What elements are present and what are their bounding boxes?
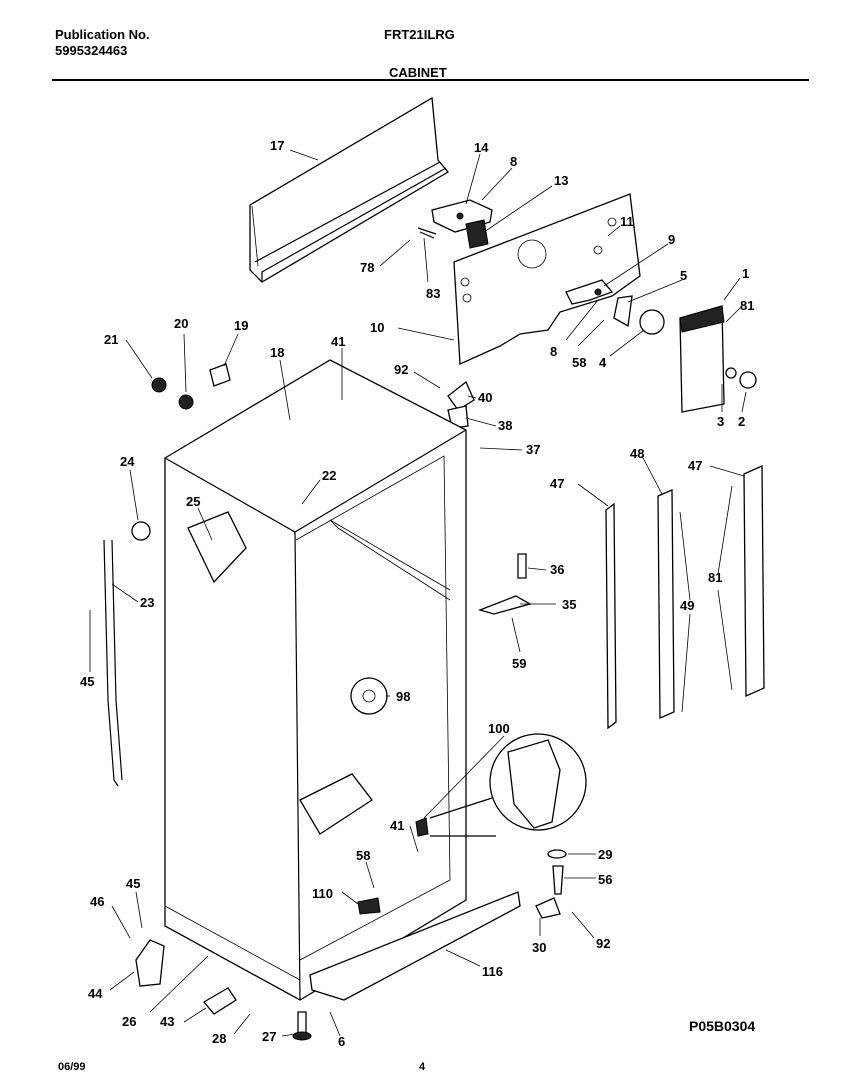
part-4-fan-motor — [639, 309, 665, 335]
callout-20: 20 — [174, 316, 188, 331]
diagram-code: P05B0304 — [689, 1018, 756, 1034]
part-43-bracket — [203, 987, 237, 1015]
callout-18: 18 — [270, 345, 284, 360]
callout-58b: 58 — [356, 848, 370, 863]
callout-46: 46 — [90, 894, 104, 909]
callout-2: 2 — [738, 414, 745, 429]
part-10-cover-plate — [453, 193, 641, 365]
callout-38: 38 — [498, 418, 512, 433]
part-48-strip — [657, 489, 675, 719]
part-36-pin — [517, 553, 527, 579]
callout-36: 36 — [550, 562, 564, 577]
callout-24: 24 — [120, 454, 135, 469]
callout-81b: 81 — [708, 570, 722, 585]
model-number: FRT21ILRG — [384, 27, 455, 42]
callout-47b: 47 — [688, 458, 702, 473]
callout-56: 56 — [598, 872, 612, 887]
callout-110: 110 — [312, 886, 333, 901]
callout-49: 49 — [680, 598, 694, 613]
part-25-insert — [187, 511, 247, 584]
callout-41b: 41 — [390, 818, 404, 833]
callout-100: 100 — [488, 721, 510, 736]
callout-41a: 41 — [331, 334, 345, 349]
callout-98: 98 — [396, 689, 410, 704]
part-23-drain-tube — [103, 521, 151, 787]
callout-28: 28 — [212, 1031, 226, 1046]
part-27-leveling-leg — [292, 1011, 312, 1041]
callout-8b: 8 — [550, 344, 557, 359]
callout-1: 1 — [742, 266, 749, 281]
footer-date: 06/99 — [58, 1061, 86, 1073]
part-100-detail-inset — [415, 733, 587, 837]
callout-29: 29 — [598, 847, 612, 862]
callout-labels: 17 14 8 13 11 9 1 5 81 78 83 10 8 58 4 3… — [80, 138, 754, 1049]
callout-22: 22 — [322, 468, 336, 483]
callout-44: 44 — [88, 986, 103, 1001]
part-40-hinge-cover — [447, 380, 475, 429]
callout-45b: 45 — [126, 876, 140, 891]
part-110-clip — [357, 897, 381, 915]
part-44-bottom-hinge — [135, 939, 165, 987]
part-5-fan-blade — [613, 295, 633, 328]
publication-number: 5995324463 — [55, 43, 128, 58]
callout-40: 40 — [478, 390, 492, 405]
callout-4: 4 — [599, 355, 607, 370]
callout-37: 37 — [526, 442, 540, 457]
part-29-56-30-hardware — [535, 849, 567, 919]
callout-6: 6 — [338, 1034, 345, 1049]
callout-5: 5 — [680, 268, 687, 283]
part-47-strip-right — [743, 465, 765, 697]
callout-43: 43 — [160, 1014, 174, 1029]
leader-lines — [89, 149, 747, 1037]
callout-58a: 58 — [572, 355, 586, 370]
part-9-bracket — [565, 279, 614, 305]
callout-25: 25 — [186, 494, 200, 509]
callout-48: 48 — [630, 446, 644, 461]
callout-81a: 81 — [740, 298, 754, 313]
callout-13: 13 — [554, 173, 568, 188]
callout-14: 14 — [474, 140, 489, 155]
callout-83: 83 — [426, 286, 440, 301]
callout-92a: 92 — [394, 362, 408, 377]
callout-9: 9 — [668, 232, 675, 247]
callout-92b: 92 — [596, 936, 610, 951]
callout-23: 23 — [140, 595, 154, 610]
callout-26: 26 — [122, 1014, 136, 1029]
callout-10: 10 — [370, 320, 384, 335]
callout-59: 59 — [512, 656, 526, 671]
callout-116: 116 — [482, 964, 503, 979]
callout-35: 35 — [562, 597, 576, 612]
callout-11: 11 — [620, 214, 634, 229]
cabinet-body — [164, 359, 467, 1001]
header-rule — [52, 79, 809, 81]
part-17-top-panel — [249, 96, 449, 283]
part-21-20-19-fittings — [151, 363, 231, 410]
part-13-switch — [465, 219, 489, 249]
footer-page-number: 4 — [419, 1061, 426, 1073]
part-116-toe-grille — [309, 891, 521, 1001]
callout-78: 78 — [360, 260, 374, 275]
callout-3: 3 — [717, 414, 724, 429]
part-1-control-housing — [679, 305, 757, 413]
callout-21: 21 — [104, 332, 118, 347]
publication-label: Publication No. — [55, 27, 150, 42]
callout-8a: 8 — [510, 154, 517, 169]
part-83-clip — [417, 227, 437, 239]
callout-30: 30 — [532, 940, 546, 955]
callout-17: 17 — [270, 138, 284, 153]
part-47-strip-left — [605, 502, 617, 730]
section-title: CABINET — [389, 65, 447, 80]
callout-27: 27 — [262, 1029, 276, 1044]
callout-47a: 47 — [550, 476, 564, 491]
callout-19: 19 — [234, 318, 248, 333]
callout-45a: 45 — [80, 674, 94, 689]
part-35-hinge — [477, 595, 532, 615]
